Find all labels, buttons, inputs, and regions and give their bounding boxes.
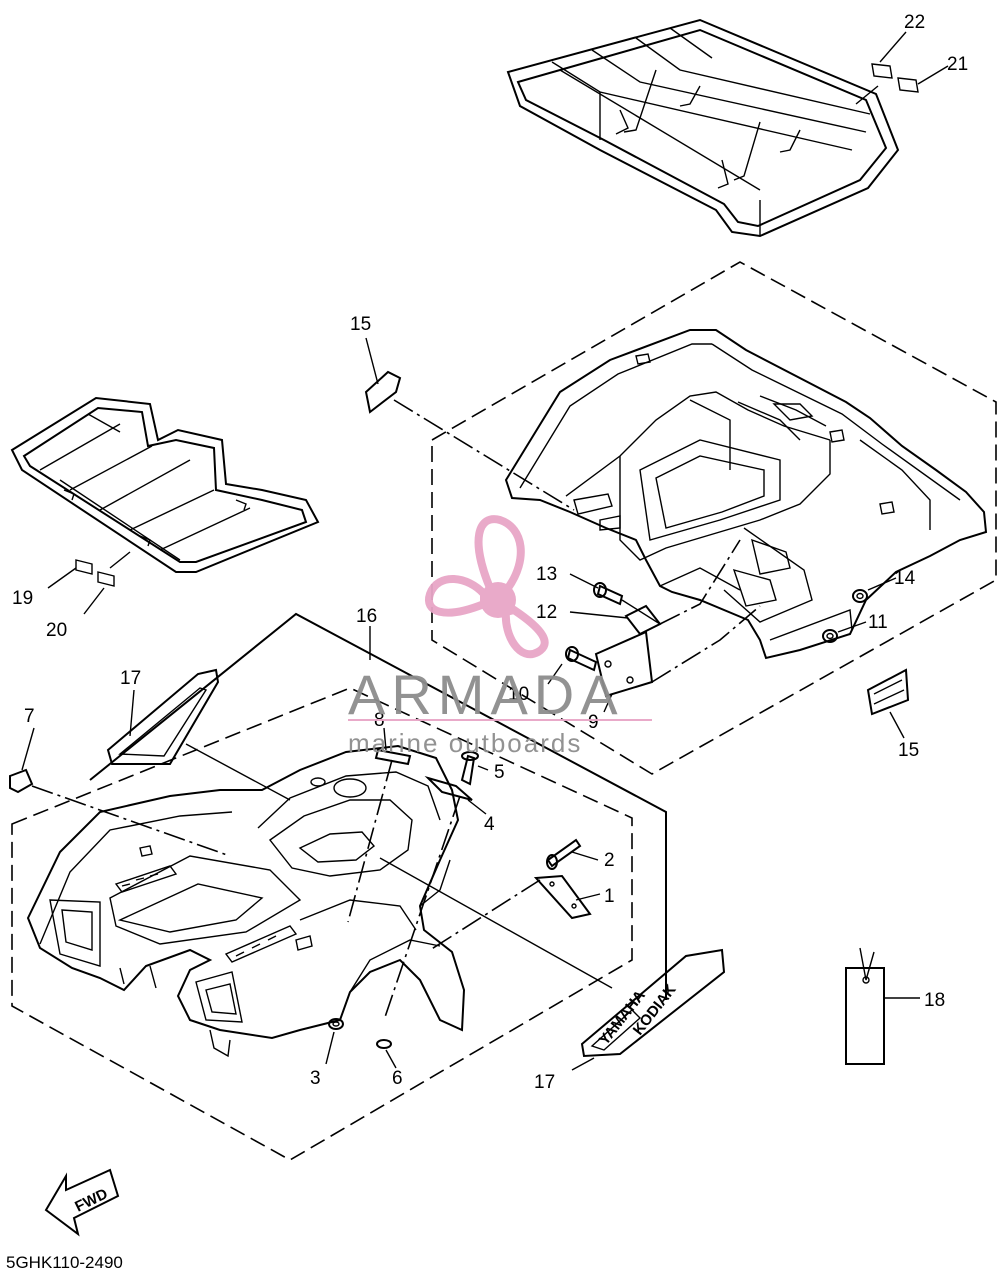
rear-fender-assembly-frame — [431, 261, 997, 775]
grommet-11 — [822, 629, 838, 643]
plate-8 — [374, 748, 412, 766]
callout-15-rear: 15 — [898, 740, 919, 761]
label-22 — [871, 63, 893, 79]
callout-17-lower: 17 — [534, 1072, 555, 1093]
callout-9: 9 — [588, 712, 599, 733]
callout-4: 4 — [484, 814, 495, 835]
callout-2: 2 — [604, 850, 615, 871]
clip-1 — [533, 874, 592, 920]
washer-3 — [328, 1018, 344, 1030]
emblem-15-front — [364, 370, 402, 414]
callout-6: 6 — [392, 1068, 403, 1089]
watermark-tagline: marine outboards — [348, 728, 582, 758]
callout-16: 16 — [356, 606, 377, 627]
callout-22: 22 — [904, 12, 925, 33]
fwd-arrow-icon: FWD — [44, 1168, 120, 1237]
callout-18: 18 — [924, 990, 945, 1011]
tag-18 — [845, 947, 885, 1065]
watermark-brand: ARMADA — [348, 663, 624, 726]
bolt-13 — [593, 582, 624, 606]
emblem-7 — [9, 768, 34, 794]
fwd-label: FWD — [72, 1185, 110, 1215]
callout-12: 12 — [536, 602, 557, 623]
callout-17-upper: 17 — [120, 668, 141, 689]
propeller-logo-icon — [424, 515, 549, 659]
rear-carrier-rack — [506, 18, 900, 238]
callout-10: 10 — [508, 684, 529, 705]
callout-21: 21 — [947, 54, 968, 75]
front-fender-assembly-frame — [11, 687, 633, 1161]
decal-17-upper — [106, 668, 220, 765]
bolt-10 — [565, 646, 598, 672]
diagram-code: 5GHK110-2490 — [6, 1253, 123, 1272]
emblem-15-rear — [866, 668, 910, 716]
decal-17-lower: YAMAHA KODIAK — [580, 948, 726, 1058]
washer-6 — [376, 1039, 392, 1049]
rivet-5 — [460, 751, 479, 786]
front-fender — [26, 744, 466, 1058]
callout-5: 5 — [494, 762, 505, 783]
callout-1: 1 — [604, 886, 615, 907]
callout-7: 7 — [24, 706, 35, 727]
front-carrier-rack — [10, 396, 320, 573]
callout-3: 3 — [310, 1068, 321, 1089]
decal-group-16-outline — [89, 612, 667, 1000]
callout-20: 20 — [46, 620, 67, 641]
grommet-14 — [852, 589, 868, 603]
label-19 — [75, 559, 93, 575]
callout-11: 11 — [868, 612, 888, 633]
label-20 — [97, 571, 115, 587]
label-21 — [897, 77, 919, 93]
callout-14: 14 — [894, 568, 916, 589]
callout-15-front: 15 — [350, 314, 371, 335]
callout-13: 13 — [536, 564, 557, 585]
armada-watermark: ARMADA marine outboards — [348, 515, 652, 758]
rear-fender — [504, 329, 988, 660]
callout-19: 19 — [12, 588, 33, 609]
clip-4 — [424, 775, 473, 801]
rivet-2 — [546, 838, 582, 870]
